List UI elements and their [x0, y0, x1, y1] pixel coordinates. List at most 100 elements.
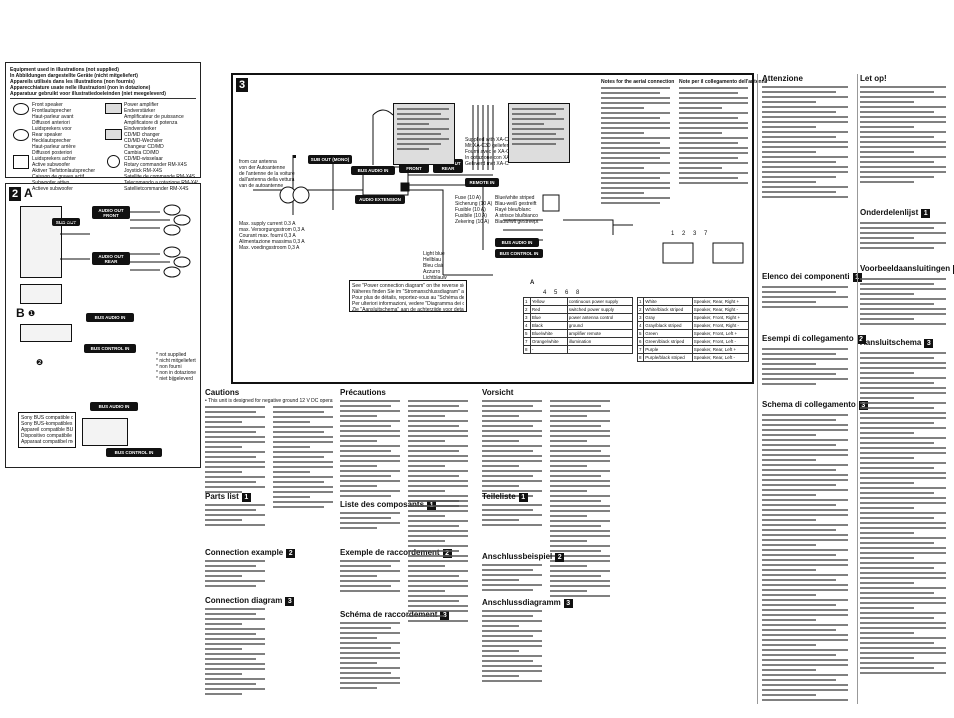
wire-cell: Purple/black striped: [643, 353, 693, 362]
aerial-notes: Notes for the aerial connection Note per…: [601, 79, 767, 229]
legend-item: Satellietcommander RM-X4S: [124, 186, 189, 192]
legend-item: Haut-parleur arrière: [32, 144, 76, 150]
anschlussbeispiel-title: Anschlussbeispiel: [482, 552, 553, 561]
english-column: Cautions • This unit is designed for neg…: [205, 388, 335, 706]
note-line: * nicht mitgeliefert: [156, 358, 196, 364]
onderdelenlijst-title: Onderdelenlijst: [860, 208, 919, 217]
note-line: Azzurro: [423, 269, 441, 275]
note-line: Alimentazione massima 0,3 A: [239, 239, 305, 245]
wire-cell: continuous power supply: [566, 297, 634, 306]
wire-cell: Purple: [643, 345, 693, 354]
note-line: Pour plus de détails, reportez-vous au "…: [352, 295, 464, 301]
note-line: * non in dotazione: [156, 370, 197, 376]
wire-cell: Gray: [643, 313, 693, 322]
equipment-legend-panel: Equipment used in illustrations (not sup…: [5, 62, 201, 192]
legend-item: CD/MD-wisselaar: [124, 156, 163, 162]
label-bus-control-in-lower: BUS CONTROL IN: [495, 249, 543, 258]
note-line: Lichtblauw: [423, 275, 447, 281]
note-line: Blauw/wit gestreept: [495, 219, 539, 225]
aansluitschema-badge: 3: [924, 338, 934, 348]
label-bus-audio-in-2: BUS AUDIO IN: [90, 402, 138, 411]
note-line: von der Autoantenne: [239, 165, 286, 171]
legend-item: Changeur CD/MD: [124, 144, 164, 150]
note-line: Fusible (10 A): [455, 207, 486, 213]
legend-item: Rotary commander RM-X4S: [124, 162, 187, 168]
b-symbol: ❶: [28, 309, 36, 318]
head-unit-illustration-b: [20, 324, 72, 342]
not-supplied-note: * not supplied* nicht mitgeliefert * non …: [156, 352, 200, 382]
label-bus-audio-in: BUS AUDIO IN: [86, 313, 134, 322]
device-line: Sony BUS compatible device: [21, 415, 73, 421]
wire-cell: Green: [643, 329, 693, 338]
legend-item: Haut-parleur avant: [32, 114, 74, 120]
equipment-line: Apparecchiature usate nelle illustrazion…: [10, 85, 151, 91]
wire-cell: power antenna control: [566, 313, 634, 322]
teileliste-title: Teileliste: [482, 492, 516, 501]
wire-cell: 3: [523, 313, 531, 322]
voorbeeld-title: Voorbeeldaansluitingen: [860, 264, 951, 273]
equipment-line: Appareils utilisés dans les illustration…: [10, 79, 135, 85]
subwoofer-icon: [13, 155, 29, 169]
wire-cell: Speaker, Front, Right -: [691, 321, 750, 330]
note-line: * not supplied: [156, 352, 187, 358]
wire-row: 8--: [523, 345, 634, 354]
amplifier-icon: [105, 103, 122, 114]
aerial-notes-title: Notes for the aerial connection: [601, 79, 675, 85]
label-bus-control-in: BUS CONTROL IN: [84, 344, 136, 353]
note-line: Blue/white striped: [495, 195, 535, 201]
legend-item: Joystick RM-X4S: [124, 168, 163, 174]
wire-cell: switched power supply: [566, 305, 634, 314]
legend-item: Cambia CD/MD: [124, 150, 160, 156]
note-line: max. Versorgungsstrom 0,3 A: [239, 227, 305, 233]
label-audio-out-rear: AUDIO OUT REAR: [92, 252, 130, 265]
c-symbol: ❷: [36, 358, 44, 367]
wire-cell: Blue: [529, 313, 568, 322]
wire-cell: Speaker, Rear, Left +: [691, 345, 750, 354]
wiring-diagram: [253, 105, 744, 276]
legend-item: Front speaker: [32, 102, 63, 108]
legend-item: Rear speaker: [32, 132, 63, 138]
legend-item: Caisson de graves actif: [32, 174, 84, 180]
legend-item: Amplificateur de puissance: [124, 114, 184, 120]
legend-item: Actieve subwoofer: [32, 186, 73, 192]
wire-cell: 4: [523, 321, 531, 330]
note-line: Zekering (10 A): [455, 219, 490, 225]
connector-a-label: A: [530, 280, 535, 286]
section-2a-letter: A: [24, 186, 33, 200]
esempi-badge: 2: [856, 334, 866, 344]
wire-cell: Blue/white: [529, 329, 568, 338]
changer-note-box: [508, 103, 570, 163]
note-line: Max. voedingsstroom 0,3 A: [239, 245, 300, 251]
connection-example-title: Connection example: [205, 548, 284, 557]
label-audio-extension: AUDIO EXTENSION: [355, 195, 405, 204]
liste-title: Liste des composants: [340, 500, 425, 509]
legend-item: Power amplifier: [124, 102, 159, 108]
legend-item: Endverstärker: [124, 108, 156, 114]
note-line: de l'antenne de la voiture: [239, 171, 295, 177]
section-b-letter: B: [16, 306, 25, 320]
note-line: van de autoantenne: [239, 183, 284, 189]
wire-cell: amplifier remote: [566, 329, 634, 338]
aerial-notes-title-it: Note per il collegamento dell'antenna: [679, 79, 768, 85]
wire-cell: Red: [529, 305, 568, 314]
connector-pin-numbers-top: 1 2 3 7: [671, 231, 711, 237]
equipment-line: In Abbildungen dargestellte Geräte (nich…: [10, 73, 138, 79]
note-line: * niet bijgeleverd: [156, 376, 193, 382]
wire-cell: 5: [523, 329, 531, 338]
precautions-title: Précautions: [340, 388, 386, 397]
power-note-box: See "Power connection diagram" on the re…: [349, 280, 467, 313]
french-column: Précautions Liste des composants 1 Exemp…: [340, 388, 470, 706]
legend-item: Hecklautsprecher: [32, 138, 71, 144]
wire-cell: Speaker, Front, Right +: [691, 313, 750, 322]
